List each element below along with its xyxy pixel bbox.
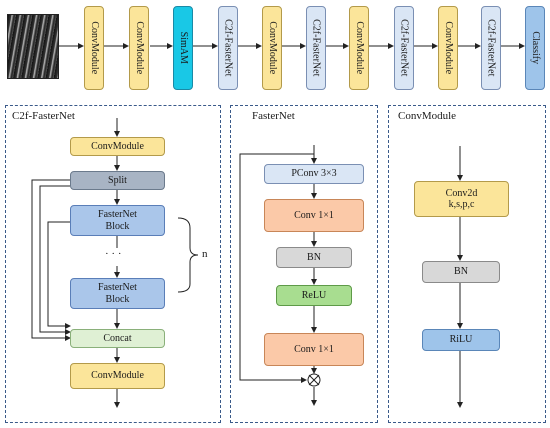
convmodule-activation: RiLU xyxy=(422,329,500,351)
panel-fasternet xyxy=(230,105,378,423)
top-block-convmodule-1: ConvModule xyxy=(84,6,104,90)
top-block-convmodule-2: ConvModule xyxy=(129,6,149,90)
fasternet-conv1x1-second: Conv 1×1 xyxy=(264,333,364,366)
c2f-fasternet-block-1: FasterNet Block xyxy=(70,205,165,236)
c2f-repeat-n-label: n xyxy=(202,248,208,260)
top-block-c2f-fasternet-1: C2f-FasterNet xyxy=(218,6,238,90)
top-block-convmodule-3: ConvModule xyxy=(262,6,282,90)
top-block-convmodule-5: ConvModule xyxy=(438,6,458,90)
panel-c2f-fasternet xyxy=(5,105,221,423)
panel-title-fasternet: FasterNet xyxy=(252,110,295,122)
fasternet-pconv: PConv 3×3 xyxy=(264,164,364,184)
c2f-convmodule-top: ConvModule xyxy=(70,137,165,156)
panel-convmodule xyxy=(388,105,546,423)
c2f-fasternet-block-2: FasterNet Block xyxy=(70,278,165,309)
top-block-classify: Classify xyxy=(525,6,545,90)
c2f-convmodule-bottom: ConvModule xyxy=(70,363,165,389)
top-block-c2f-fasternet-4: C2f-FasterNet xyxy=(481,6,501,90)
c2f-concat: Concat xyxy=(70,329,165,348)
fasternet-conv1x1-first: Conv 1×1 xyxy=(264,199,364,232)
convmodule-conv2d-title: Conv2d xyxy=(445,187,478,199)
convmodule-conv2d: Conv2d k,s,p,c xyxy=(414,181,509,217)
panel-title-c2f-fasternet: C2f-FasterNet xyxy=(12,110,75,122)
panel-title-convmodule: ConvModule xyxy=(398,110,457,122)
top-block-c2f-fasternet-3: C2f-FasterNet xyxy=(394,6,414,90)
top-block-c2f-fasternet-2: C2f-FasterNet xyxy=(306,6,326,90)
top-block-convmodule-4: ConvModule xyxy=(349,6,369,90)
c2f-repeat-dots: · · · xyxy=(105,248,122,260)
top-block-simam: SimAM xyxy=(173,6,193,90)
fasternet-bn: BN xyxy=(276,247,352,268)
c2f-split: Split xyxy=(70,171,165,190)
fasternet-relu: ReLU xyxy=(276,285,352,306)
input-image-thumbnail xyxy=(7,14,59,79)
convmodule-conv2d-params: k,s,p,c xyxy=(448,199,475,210)
convmodule-bn: BN xyxy=(422,261,500,283)
